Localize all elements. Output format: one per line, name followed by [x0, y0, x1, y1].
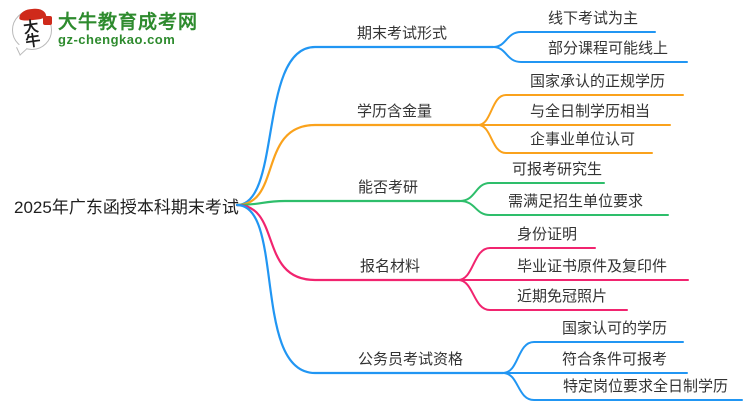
leaf-connector [502, 341, 684, 374]
leaf-label: 国家承认的正规学历 [530, 73, 666, 90]
leaf-label: 部分课程可能线上 [548, 40, 669, 57]
branch-label: 公务员考试资格 [358, 351, 464, 368]
leaf-connector [492, 46, 688, 63]
logo-bull-icon: 大 牛 [12, 7, 52, 51]
leaf-label: 特定岗位要求全日制学历 [563, 378, 729, 395]
branch-label: 学历含金量 [357, 103, 433, 120]
leaf-label: 毕业证书原件及复印件 [517, 258, 668, 275]
site-name: 大牛教育成考网 [58, 12, 199, 34]
leaf-connector [457, 247, 596, 281]
leaf-label: 符合条件可报考 [562, 351, 668, 368]
branch-connector [235, 203, 460, 282]
leaf-connector [477, 124, 653, 154]
leaf-connector [502, 372, 743, 401]
leaf-label: 近期免冠照片 [517, 288, 608, 305]
branch-label: 能否考研 [358, 179, 419, 196]
branch-connector [235, 123, 480, 207]
leaf-label: 需满足招生单位要求 [508, 193, 644, 210]
branch-connector [235, 199, 462, 207]
branch-label: 报名材料 [360, 258, 421, 275]
branch-connector [235, 203, 505, 375]
branch-label: 期末考试形式 [357, 25, 448, 42]
leaf-label: 企事业单位认可 [530, 131, 636, 148]
leaf-connector [477, 94, 684, 126]
branch-connector [235, 45, 495, 207]
site-domain: gz-chengkao.com [58, 32, 176, 48]
logo-seal-stamp [43, 16, 52, 25]
leaf-connector [457, 279, 628, 311]
site-logo: 大 牛 大牛教育成考网 gz-chengkao.com [12, 7, 199, 51]
leaf-label: 与全日制学历相当 [530, 103, 651, 120]
leaf-label: 线下考试为主 [548, 10, 639, 27]
leaf-connector [459, 200, 669, 216]
leaf-connector [459, 182, 605, 202]
central-topic: 2025年广东函授本科期末考试 [14, 198, 239, 217]
leaf-label: 国家认可的学历 [562, 320, 668, 337]
leaf-label: 可报考研究生 [512, 161, 603, 178]
leaf-label: 身份证明 [517, 226, 578, 243]
